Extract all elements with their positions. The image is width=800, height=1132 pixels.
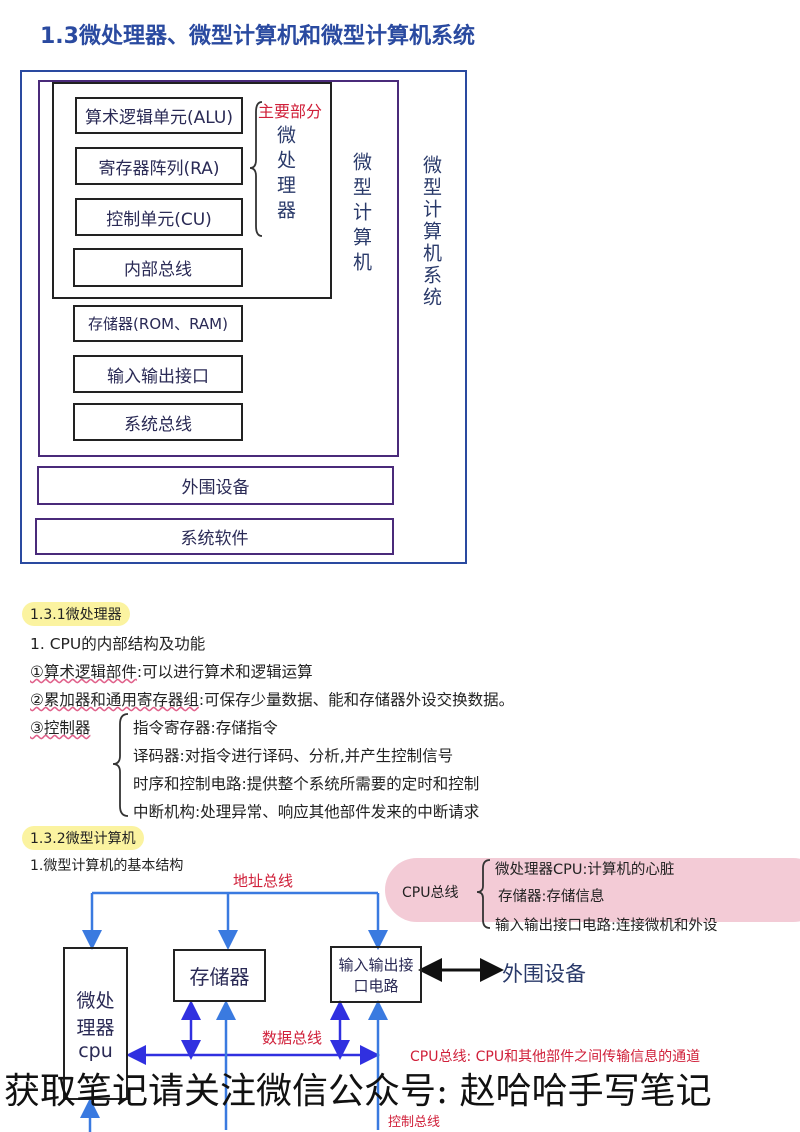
memory-box: 存储器(ROM、RAM) — [73, 305, 243, 342]
controller-item: 译码器:对指令进行译码、分析,并产生控制信号 — [133, 747, 454, 765]
item2-term: ②累加器和通用寄存器组 — [30, 691, 199, 709]
section2-sub: 1.微型计算机的基本结构 — [30, 858, 184, 874]
ra-box: 寄存器阵列(RA) — [75, 147, 243, 185]
cpu-bus-panel — [385, 858, 800, 922]
cpu-bus-item: 输入输出接口电路:连接微机和外设 — [495, 918, 718, 934]
section-heading-2: 1.3.2微型计算机 — [22, 826, 144, 850]
system-bus-box: 系统总线 — [73, 403, 243, 441]
peripherals-box: 外围设备 — [37, 466, 394, 505]
cpu-bus-brace — [476, 859, 491, 929]
controller-item: 指令寄存器:存储指令 — [133, 719, 278, 737]
controller-item: 时序和控制电路:提供整个系统所需要的定时和控制 — [133, 775, 480, 793]
controller-brace — [112, 713, 129, 817]
cpu-box: 微处理器cpu — [63, 947, 128, 1100]
alu-box: 算术逻辑单元(ALU) — [75, 97, 243, 134]
page-title: 1.3微处理器、微型计算机和微型计算机系统 — [40, 24, 475, 49]
main-part-label: 主要部分 — [258, 102, 323, 121]
cpu-bus-definition: CPU总线: CPU和其他部件之间传输信息的通道 — [410, 1049, 701, 1065]
io-circuit-box: 输入输出接口电路 — [330, 946, 422, 1003]
item1-desc: :可以进行算术和逻辑运算 — [136, 663, 313, 681]
cpu-bus-item: 存储器:存储信息 — [498, 889, 605, 905]
microcomputer-box — [38, 80, 399, 457]
microcomputer-system-label: 微型计算机系统 — [420, 155, 442, 309]
watermark: 获取笔记请关注微信公众号: 赵哈哈手写笔记 — [4, 1071, 712, 1112]
item2: ②累加器和通用寄存器组:可保存少量数据、能和存储器外设交换数据。 — [30, 688, 514, 710]
controller-item: 中断机构:处理异常、响应其他部件发来的中断请求 — [133, 803, 480, 821]
cu-box: 控制单元(CU) — [75, 198, 243, 236]
cpu-bus-label: CPU总线 — [402, 885, 459, 901]
address-bus-label: 地址总线 — [233, 872, 294, 890]
io-box: 输入输出接口 — [73, 355, 243, 393]
address-bus — [82, 891, 388, 950]
cpu-bus-item: 微处理器CPU:计算机的心脏 — [495, 862, 675, 878]
memory-box-2: 存储器 — [173, 949, 266, 1002]
main-part-brace — [249, 101, 263, 237]
item1-term: ①算术逻辑部件 — [30, 663, 137, 681]
microprocessor-label: 微处理器 — [274, 125, 296, 225]
peripherals-label: 外围设备 — [502, 962, 586, 986]
item2-desc: :可保存少量数据、能和存储器外设交换数据。 — [198, 691, 515, 709]
item3-term: ③控制器 — [30, 719, 91, 737]
data-bus-label: 数据总线 — [262, 1029, 323, 1047]
software-box: 系统软件 — [35, 518, 394, 555]
section1-sub: 1. CPU的内部结构及功能 — [30, 635, 206, 653]
data-bus — [126, 1000, 380, 1065]
outer-system-box — [20, 70, 467, 564]
internal-bus-box: 内部总线 — [73, 248, 243, 287]
control-bus — [80, 1000, 388, 1132]
microcomputer-label: 微型计算机 — [350, 152, 372, 277]
section-heading-1: 1.3.1微处理器 — [22, 602, 130, 626]
control-bus-label: 控制总线 — [388, 1115, 441, 1130]
item1: ①算术逻辑部件:可以进行算术和逻辑运算 — [30, 660, 313, 682]
microprocessor-box — [52, 82, 332, 299]
